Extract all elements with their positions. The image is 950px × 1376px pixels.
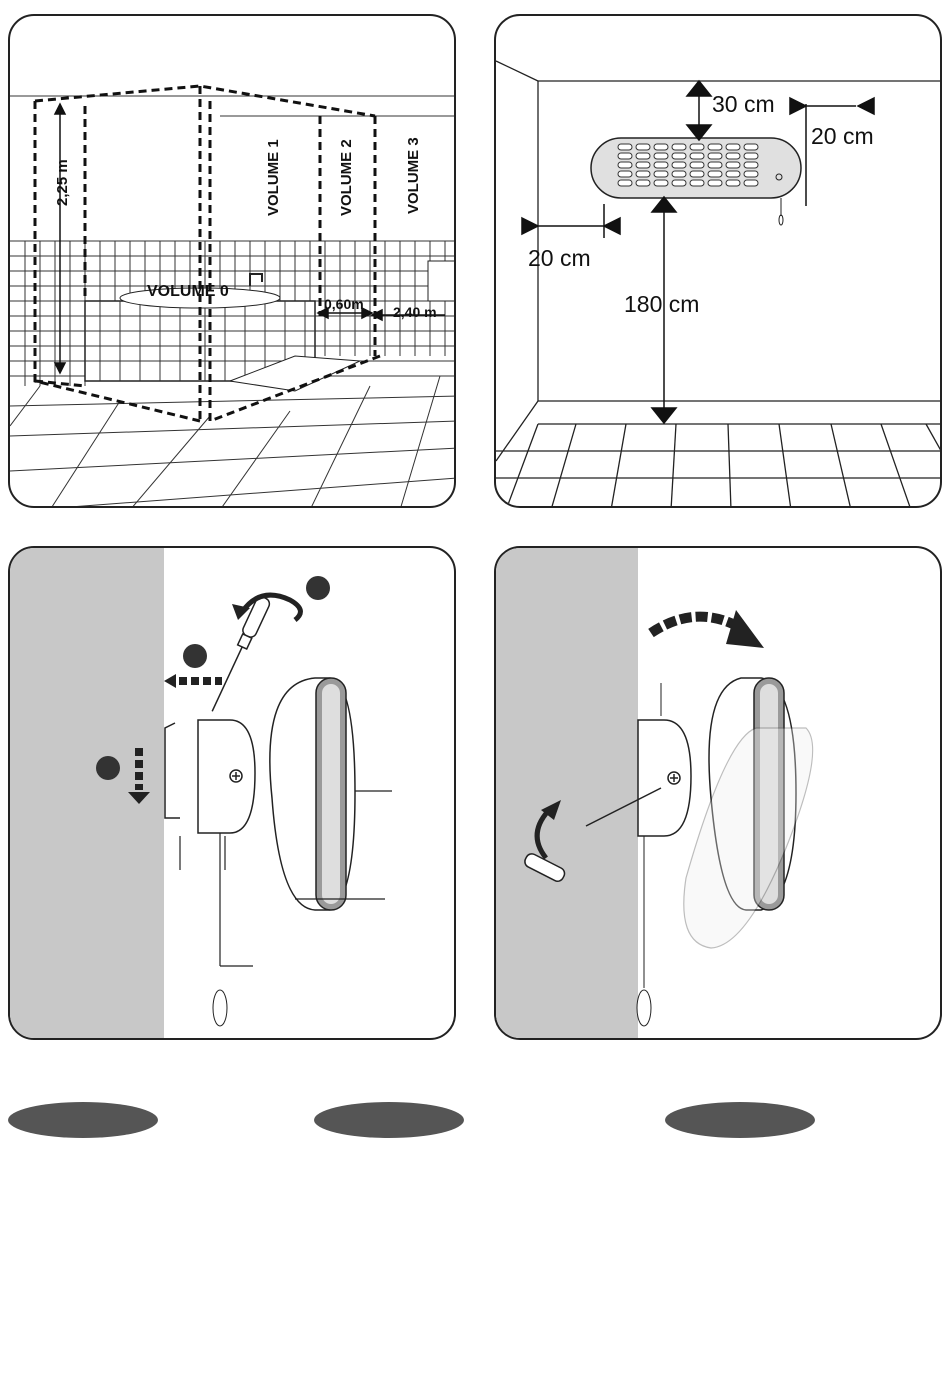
tilt-illustration — [496, 548, 942, 1040]
left-clearance-label: 20 cm — [528, 245, 591, 271]
section-oval-2 — [314, 1102, 464, 1138]
volume0-label: VOLUME 0 — [147, 283, 229, 300]
unhook-illustration — [10, 548, 456, 1040]
panel-mounting-clearance: 30 cm 20 cm 20 cm 180 cm — [494, 14, 942, 508]
wall-surface — [496, 548, 638, 1040]
step-3-marker — [96, 756, 120, 780]
volume2-label: VOLUME 2 — [338, 139, 355, 216]
section-oval-1 — [8, 1102, 158, 1138]
panel-bathroom-volumes: 2,25 m VOLUME 0 VOLUME 1 VOLUME 2 VOLUME… — [8, 14, 456, 508]
right-clearance-label: 20 cm — [811, 123, 874, 149]
height-label: 2,25 m — [54, 159, 71, 206]
volume3-label: VOLUME 3 — [405, 137, 422, 214]
top-clearance-label: 30 cm — [712, 91, 775, 117]
clearance-illustration: 30 cm 20 cm 20 cm 180 cm — [496, 16, 942, 508]
distance-240-label: 2,40 m — [393, 304, 437, 320]
dashed-arrow-icon — [164, 674, 222, 688]
step-1-marker — [183, 644, 207, 668]
section-oval-3 — [665, 1102, 815, 1138]
pull-cord-handle — [213, 990, 227, 1026]
heater-side-view — [198, 678, 355, 910]
floor-height-label: 180 cm — [624, 291, 699, 317]
step-2-marker — [306, 576, 330, 600]
curved-arrow-icon — [651, 617, 741, 633]
distance-060-label: 0,60m — [324, 296, 364, 312]
panel-tilt-heater — [494, 546, 942, 1040]
panel-unhook-heater — [8, 546, 456, 1040]
heater-unit — [591, 138, 801, 225]
volume1-label: VOLUME 1 — [265, 139, 282, 216]
pull-cord-handle — [637, 990, 651, 1026]
bathroom-illustration: 2,25 m VOLUME 0 VOLUME 1 VOLUME 2 VOLUME… — [10, 16, 456, 508]
